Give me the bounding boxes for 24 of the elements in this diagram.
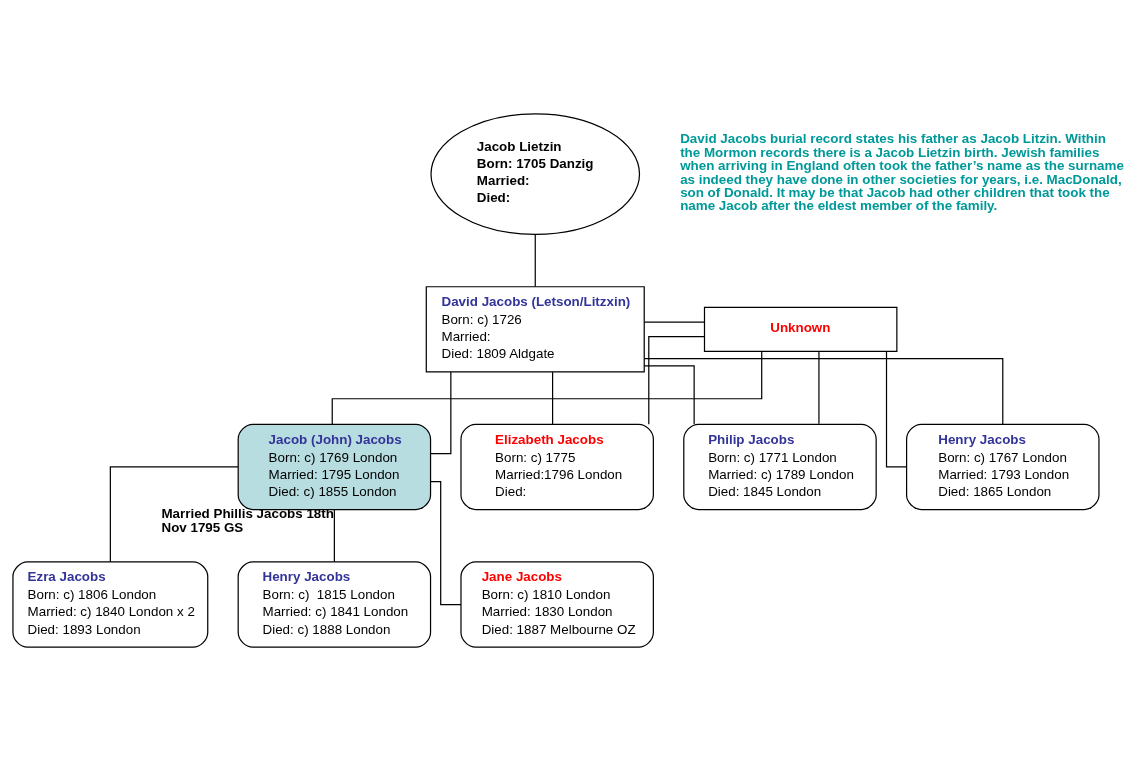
connector xyxy=(643,357,1004,425)
node-box: Jacob (John) Jacobs Born: c) 1769 London Married: 1795 London Died: c) 1855 London xyxy=(237,423,432,510)
connector xyxy=(818,350,820,424)
connector xyxy=(643,320,705,323)
connector xyxy=(552,371,554,425)
connector xyxy=(429,370,452,454)
connector xyxy=(885,350,907,468)
connector xyxy=(430,480,462,605)
connector xyxy=(643,364,695,425)
connector xyxy=(331,350,763,425)
node-box: Henry Jacobs Born: c) 1767 London Married: 1793 London Died: 1865 London xyxy=(906,423,1100,510)
connector xyxy=(534,233,536,287)
connector xyxy=(648,335,706,425)
node-box: Elizabeth Jacobs Born: c) 1775 Married:1796 London Died: xyxy=(460,423,654,510)
connector xyxy=(109,465,239,562)
node-box: Ezra Jacobs Born: c) 1806 London Married: c) 1840 London x 2 Died: 1893 London xyxy=(12,560,209,648)
label: David Jacobs burial record states his father as Jacob Litzin. Within the Mormon records there is a Jacob Lietzin birth. Jewish families when arriving in England often took the father’s name as the surname as indeed they have done in other societies for years, i.e. MacDonald, son of Donald. It may be that Jacob had other children that took the name Jacob after the eldest member of the family. xyxy=(680,130,1124,213)
node-box: David Jacobs (Letson/Litzxin) Born: c) 1726 Married: Died: 1809 Aldgate xyxy=(425,285,645,373)
node-ellipse: Jacob Lietzin Born: 1705 Danzig Married: Died: xyxy=(430,112,641,235)
node-box: Henry Jacobs Born: c) 1815 London Married: c) 1841 London Died: c) 1888 London xyxy=(237,560,432,648)
node-box: Unknown xyxy=(703,306,898,352)
node-box: Jane Jacobs Born: c) 1810 London Married: 1830 London Died: 1887 Melbourne OZ xyxy=(460,560,654,648)
node-box: Philip Jacobs Born: c) 1771 London Married: c) 1789 London Died: 1845 London xyxy=(683,423,877,510)
connector xyxy=(333,508,335,562)
